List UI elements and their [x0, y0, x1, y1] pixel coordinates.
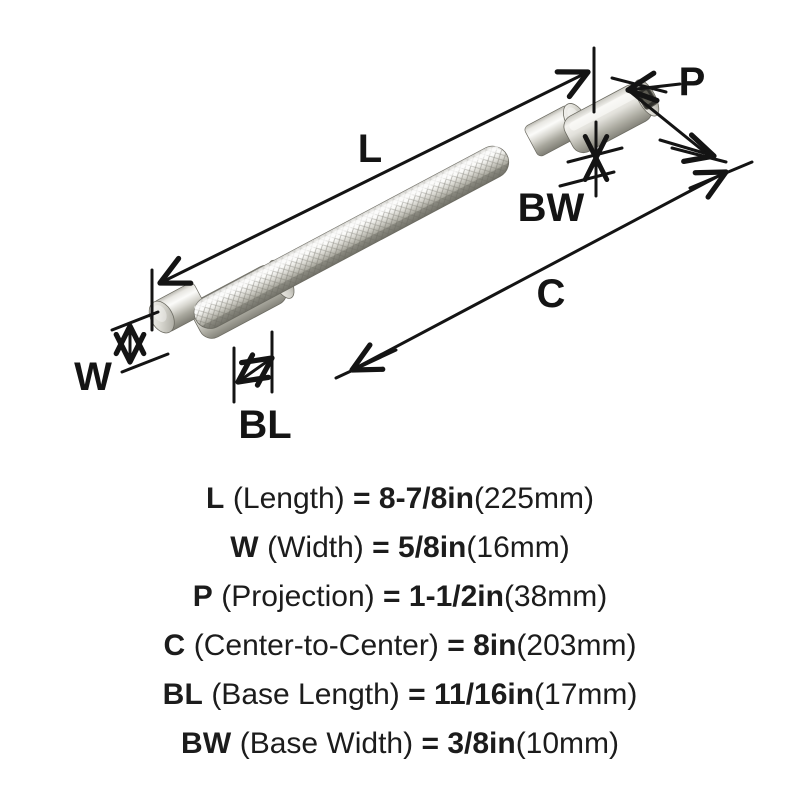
projection-arrow-right	[658, 132, 717, 164]
bar-knurl-texture	[188, 140, 515, 335]
center-dimension-line	[349, 169, 729, 373]
label-base-width: BW	[518, 186, 585, 230]
dimension-letter-labels: L W P C BL BW	[74, 60, 705, 447]
legend-equals: =	[353, 482, 371, 515]
diagram-canvas: L W P C BL BW	[74, 46, 754, 447]
dimension-diagram: L W P C BL BW	[74, 46, 754, 447]
legend-metric: (17mm)	[534, 678, 638, 711]
legend-row-length: L (Length) = 8-7/8in(225mm)	[206, 474, 594, 523]
legend-name: (Projection)	[221, 580, 375, 613]
legend-symbol: W	[230, 531, 259, 564]
legend-name: (Length)	[232, 482, 345, 515]
legend-equals: =	[383, 580, 401, 613]
label-projection: P	[679, 60, 706, 104]
label-length: L	[358, 127, 382, 171]
bar-specular-highlight	[194, 145, 499, 310]
legend-name: (Base Width)	[239, 727, 414, 760]
baselength-dimension-line	[235, 352, 275, 388]
legend-metric: (38mm)	[503, 580, 608, 613]
product-illustration	[148, 79, 660, 339]
label-width: W	[74, 355, 112, 399]
legend-imperial: 5/8in	[398, 531, 467, 564]
dimension-annotations	[110, 46, 754, 404]
legend-metric: (225mm)	[473, 482, 594, 515]
legend-metric: (10mm)	[515, 727, 620, 760]
legend-metric: (16mm)	[466, 531, 570, 564]
legend-imperial: 1-1/2in	[408, 580, 504, 613]
legend-metric: (203mm)	[516, 629, 637, 662]
length-dimension-line	[157, 69, 591, 286]
legend-imperial: 8-7/8in	[378, 482, 474, 515]
legend-name: (Center-to-Center)	[193, 629, 439, 662]
legend-symbol: L	[206, 482, 225, 515]
legend-equals: =	[421, 727, 439, 760]
legend-name: (Width)	[267, 531, 364, 564]
legend-symbol: P	[192, 580, 213, 613]
projection-arrow-left	[625, 70, 682, 104]
legend-row-base-width: BW (Base Width) = 3/8in(10mm)	[181, 719, 619, 768]
legend-imperial: 8in	[473, 629, 517, 662]
basewidth-extension-bottom	[558, 170, 616, 188]
legend-row-base-length: BL (Base Length) = 11/16in(17mm)	[163, 670, 638, 719]
legend-symbol: C	[163, 629, 186, 662]
legend-equals: =	[372, 531, 390, 564]
dimension-legend: L (Length) = 8-7/8in(225mm) W (Width) = …	[0, 470, 800, 800]
legend-imperial: 11/16in	[433, 678, 535, 711]
legend-row-width: W (Width) = 5/8in(16mm)	[230, 523, 569, 572]
label-center-to-center: C	[537, 272, 566, 316]
legend-equals: =	[408, 678, 426, 711]
legend-name: (Base Length)	[211, 678, 400, 711]
legend-equals: =	[447, 629, 465, 662]
legend-symbol: BW	[180, 727, 232, 760]
legend-row-center-to-center: C (Center-to-Center) = 8in(203mm)	[164, 621, 637, 670]
legend-imperial: 3/8in	[447, 727, 516, 760]
legend-row-projection: P (Projection) = 1-1/2in(38mm)	[193, 572, 608, 621]
knurled-bar	[188, 140, 515, 335]
label-base-length: BL	[238, 403, 291, 447]
legend-symbol: BL	[162, 678, 203, 711]
